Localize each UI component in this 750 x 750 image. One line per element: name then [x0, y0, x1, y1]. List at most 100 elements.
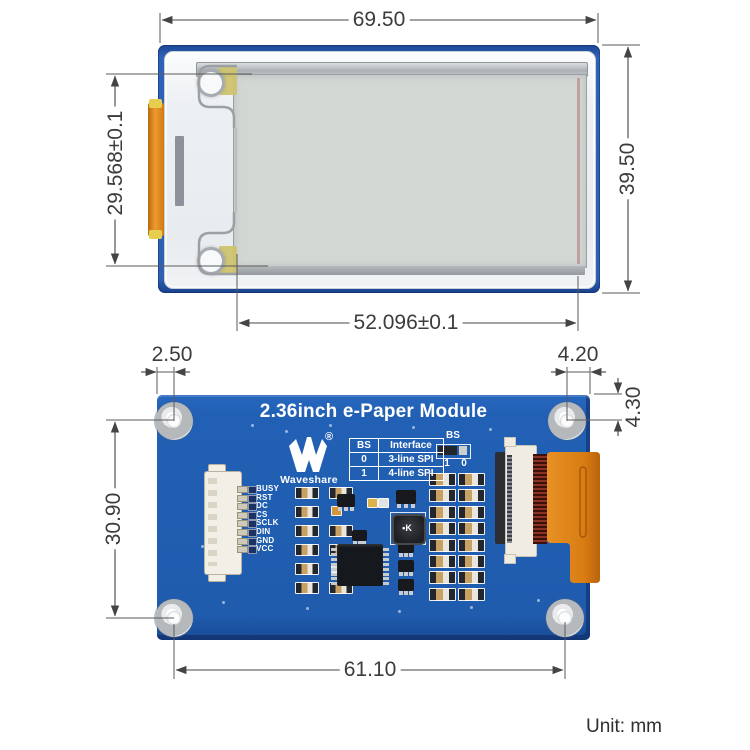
bs-table-header: Interface [378, 438, 444, 453]
smd-resistor [295, 506, 319, 518]
smd-resistor [295, 544, 319, 556]
connector-pad [248, 511, 257, 520]
fpc-latch [495, 452, 508, 544]
transistor-leg [338, 507, 342, 511]
smd-transistor [352, 530, 367, 541]
silkscreen-dot [470, 606, 473, 609]
connector-pin [237, 520, 248, 528]
mounting-hole-bottom-right [546, 599, 584, 637]
smd-resistor [458, 538, 485, 552]
dim-overall-height: 39.50 [615, 138, 641, 200]
inductor-marking: •K [402, 522, 412, 533]
transistor-leg [399, 553, 403, 557]
silkscreen-dot [412, 426, 415, 429]
transistor-leg [411, 504, 415, 508]
connector-pin [237, 537, 248, 545]
connector-pin [237, 546, 248, 554]
chip-leg [331, 572, 337, 576]
bs-table-cell: 4-line SPI [378, 466, 444, 481]
pin-label-sclk: SCLK [256, 518, 279, 528]
transistor-leg [404, 504, 408, 508]
smd-resistor [458, 522, 485, 536]
smd-resistor [429, 538, 456, 552]
smd-capacitor [331, 506, 342, 516]
chip-leg [331, 567, 337, 571]
silkscreen-dot [222, 601, 225, 604]
chip-leg [383, 548, 389, 551]
pin-label-dc: DC [256, 501, 268, 511]
spi-connector-teeth [208, 478, 217, 566]
dim-hole-horizontal-pitch: 61.10 [339, 657, 401, 683]
silkscreen-dot [489, 428, 492, 431]
pin-label-din: DIN [256, 527, 271, 536]
unit-label: Unit: mm [586, 716, 662, 737]
chip-leg [331, 582, 337, 586]
mounting-hole-bottom-left [155, 599, 193, 637]
fpc-tab-bottom [504, 554, 516, 564]
transistor-leg [404, 553, 408, 557]
transistor-leg [404, 591, 408, 595]
tape-tip-top [149, 99, 162, 108]
display-bottom-silver-band [233, 266, 585, 275]
chip-leg [383, 582, 389, 586]
fpc-tab-top [504, 437, 516, 447]
smd-resistor [295, 525, 319, 537]
smd-resistor [458, 489, 485, 503]
transistor-leg [409, 572, 413, 576]
silkscreen-dot [537, 599, 540, 602]
chip-leg [331, 552, 337, 556]
connector-pin [237, 529, 248, 536]
display-right-edge-strip [577, 78, 580, 264]
smd-resistor [429, 505, 456, 519]
connector-pin [237, 486, 248, 493]
silkscreen-dot [251, 424, 254, 427]
connector-pad [248, 546, 257, 555]
pin-label-gnd: GND [256, 535, 275, 545]
connector-pad [248, 529, 257, 537]
connector-pad [248, 520, 257, 529]
dim-overall-width: 69.50 [348, 7, 410, 33]
transistor-leg [399, 572, 403, 576]
transistor-leg [362, 541, 366, 545]
smd-resistor [458, 555, 485, 568]
transistor-leg [353, 541, 357, 545]
brand-label: Waveshare [280, 474, 338, 486]
registered-trademark: ® [325, 431, 334, 443]
bs-jumper-resistor [438, 446, 457, 455]
connector-pad [248, 494, 257, 503]
smd-resistor [458, 571, 485, 585]
connector-pin [237, 503, 248, 511]
transistor-leg [397, 504, 401, 508]
smd-transistor [398, 579, 414, 591]
power-inductor [392, 514, 426, 545]
bs-table-cell: 3-line SPI [378, 452, 444, 467]
dim-active-width: 52.096±0.1 [349, 310, 463, 336]
silkscreen-dot [398, 610, 401, 613]
connector-pad [248, 486, 257, 494]
chip-leg [383, 557, 389, 561]
smd-resistor [429, 587, 456, 601]
dim-hole-left-offset: 2.50 [147, 342, 197, 368]
tape-tip-bottom [149, 230, 162, 239]
connector-pin [237, 511, 248, 519]
soic-chip [337, 544, 383, 586]
bs-table-cell: 0 [349, 452, 379, 467]
smd-transistor [396, 490, 416, 504]
smd-capacitor [378, 498, 389, 508]
dim-hole-top-offset: 4.30 [621, 382, 647, 432]
chip-leg [383, 572, 389, 576]
dim-hole-right-offset: 4.20 [553, 342, 603, 368]
dim-active-height: 29.568±0.1 [103, 106, 129, 220]
transistor-leg [350, 507, 354, 511]
bs-option-1: 1 [444, 458, 450, 469]
mounting-hole-top-left [155, 402, 193, 440]
display-active-area [233, 74, 587, 268]
smd-resistor [429, 571, 456, 585]
pin-label-busy: BUSY [256, 484, 280, 493]
pin-label-vcc: VCC [256, 544, 274, 554]
smd-transistor [337, 494, 355, 507]
silkscreen-dot [285, 430, 288, 433]
chip-leg [331, 562, 337, 566]
chip-leg [383, 567, 389, 571]
connector-pad [248, 537, 257, 546]
